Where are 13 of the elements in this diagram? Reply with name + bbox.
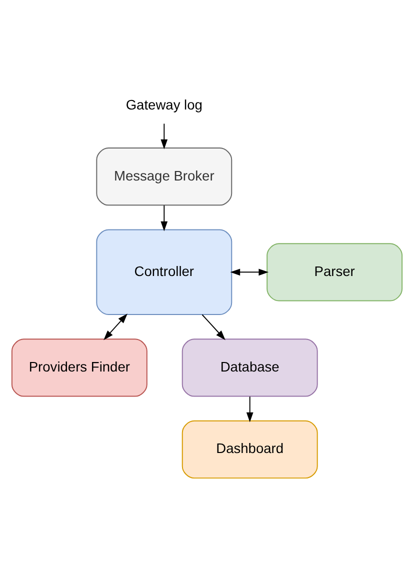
arrow <box>230 268 269 276</box>
node-box: Message Broker <box>96 147 232 206</box>
node-box: Database <box>182 338 318 396</box>
node-text: Gateway log <box>126 96 202 112</box>
arrow <box>104 313 128 340</box>
node-box: Providers Finder <box>11 338 148 396</box>
arrow <box>246 396 254 422</box>
arrow <box>202 314 226 340</box>
arrow <box>160 204 168 231</box>
arrow <box>160 122 168 149</box>
node-box: Dashboard <box>182 420 318 478</box>
node-box: Parser <box>266 242 403 301</box>
node-box: Controller <box>96 228 232 315</box>
